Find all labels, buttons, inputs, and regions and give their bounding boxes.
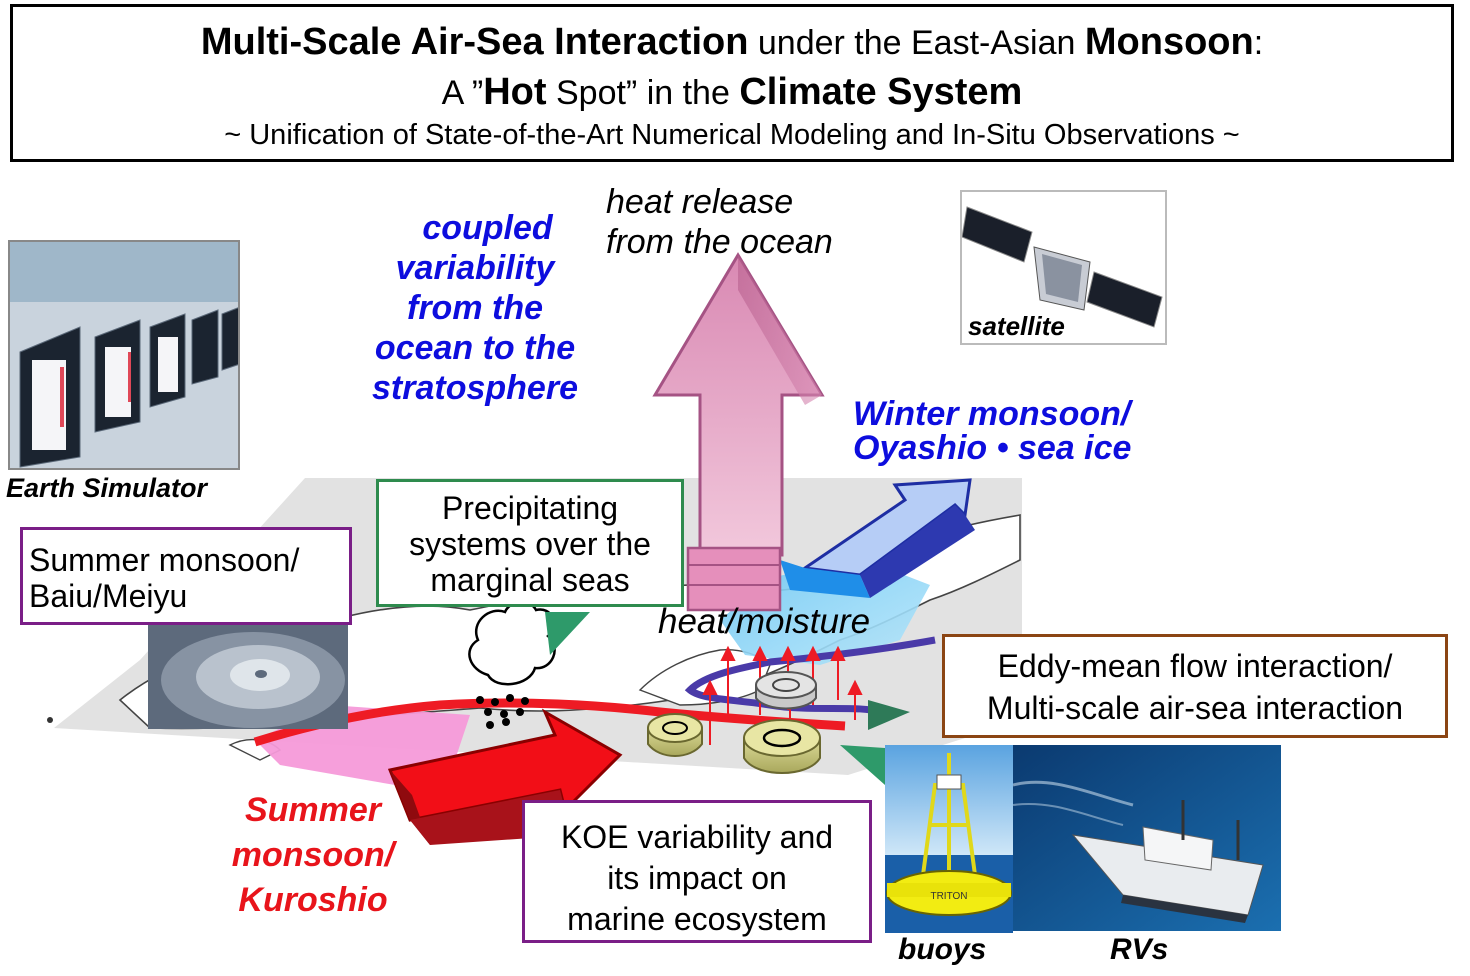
winter-monsoon-base <box>780 560 870 598</box>
satellite-caption: satellite <box>968 311 1065 341</box>
title-bold-b: Monsoon <box>1084 21 1254 63</box>
title-line-1: Multi-Scale Air-Sea Interaction under th… <box>13 21 1451 64</box>
winter-monsoon-arrow <box>800 478 972 577</box>
subtitle: ~ Unification of State-of-the-Art Numeri… <box>224 119 1240 151</box>
eddy-line-1: Eddy-mean flow interaction/ <box>997 648 1393 684</box>
typhoon-photo <box>148 625 348 729</box>
kuroshio-line-1: Summer <box>244 791 382 829</box>
solar-panel-left <box>962 206 1033 263</box>
precip-line-2: systems over the <box>409 526 651 562</box>
buoy-name: TRITON <box>930 891 967 902</box>
ship-photo <box>1013 745 1281 931</box>
koe-line-1: KOE variability and <box>560 819 834 855</box>
eddy-mean-box: Eddy-mean flow interaction/ Multi-scale … <box>942 634 1448 738</box>
rvs-caption: RVs <box>1110 933 1169 966</box>
heat-moisture-label: heat/moisture <box>658 602 871 641</box>
buoys-caption: buoys <box>898 933 987 966</box>
buoy-photo: TRITON <box>885 745 1013 933</box>
map-dot <box>47 717 53 723</box>
title-colon: : <box>1253 24 1264 62</box>
title-2b: Spot” in the <box>546 74 740 112</box>
title-line-2: A ”Hot Spot” in the Climate System <box>13 71 1451 114</box>
solar-panel-right <box>1086 271 1163 328</box>
satellite-photo <box>960 190 1167 345</box>
kuroshio-line-3: Kuroshio <box>238 881 388 919</box>
precip-line-1: Precipitating <box>441 490 619 526</box>
koe-variability-box: KOE variability and its impact on marine… <box>522 800 872 943</box>
title-2a: A ” <box>441 74 484 112</box>
coupled-line-2: variability <box>395 249 555 287</box>
eddy-line-2: Multi-scale air-sea interaction <box>986 690 1404 726</box>
earth-simulator-caption: Earth Simulator <box>6 473 208 503</box>
kuroshio-current <box>253 698 846 747</box>
coupled-line-1: coupled <box>422 209 553 247</box>
precip-systems-box: Precipitating systems over the marginal … <box>376 479 684 607</box>
heat-release-arrow-base <box>686 546 782 612</box>
winter-monsoon-label: Winter monsoon/ Oyashio • sea ice <box>853 397 1131 465</box>
precip-line-3: marginal seas <box>430 562 630 598</box>
heat-release-line-1: heat release <box>606 183 794 221</box>
summer-baiu-box: Summer monsoon/ Baiu/Meiyu <box>20 527 352 625</box>
eddy-ocean-2 <box>743 719 821 774</box>
heat-release-line-2: from the ocean <box>606 223 833 261</box>
coupled-line-4: ocean to the <box>374 329 576 367</box>
title-bold-a: Multi-Scale Air-Sea Interaction <box>200 21 749 63</box>
title-box: Multi-Scale Air-Sea Interaction under th… <box>10 4 1454 162</box>
kuroshio-line-2: monsoon/ <box>231 836 395 874</box>
koe-line-3: marine ecosystem <box>567 901 827 937</box>
summer-kuroshio-label: Summer monsoon/ Kuroshio <box>218 788 408 923</box>
precip-pointer <box>545 612 590 655</box>
rain-drops <box>476 694 529 729</box>
heat-release-arrow-side <box>738 255 822 405</box>
winter-line-1: Winter monsoon/ <box>853 395 1131 433</box>
coupled-line-5: stratosphere <box>372 369 578 407</box>
coupled-line-3: from the <box>407 289 543 327</box>
summer-baiu-line-2: Baiu/Meiyu <box>29 578 188 614</box>
title-normal: under the East-Asian <box>748 24 1085 62</box>
title-2-hot: Hot <box>483 71 547 113</box>
summer-baiu-line-1: Summer monsoon/ <box>29 542 300 578</box>
eddy-pointer <box>868 700 910 730</box>
eddy-atmosphere <box>755 671 817 710</box>
koe-line-2: its impact on <box>607 860 787 896</box>
heat-release-label: heat release from the ocean <box>606 182 833 262</box>
coupled-variability-label: coupled variability from the ocean to th… <box>355 208 595 408</box>
winter-monsoon-arrow-side <box>860 505 975 598</box>
eddy-ocean <box>647 713 703 757</box>
buoy-pointer <box>840 745 885 785</box>
title-2-climate: Climate System <box>739 71 1023 113</box>
cloud-icon <box>468 600 556 686</box>
earth-simulator-photo <box>8 240 240 470</box>
winter-line-2: Oyashio • sea ice <box>853 429 1132 467</box>
oyashio-current <box>684 636 936 716</box>
